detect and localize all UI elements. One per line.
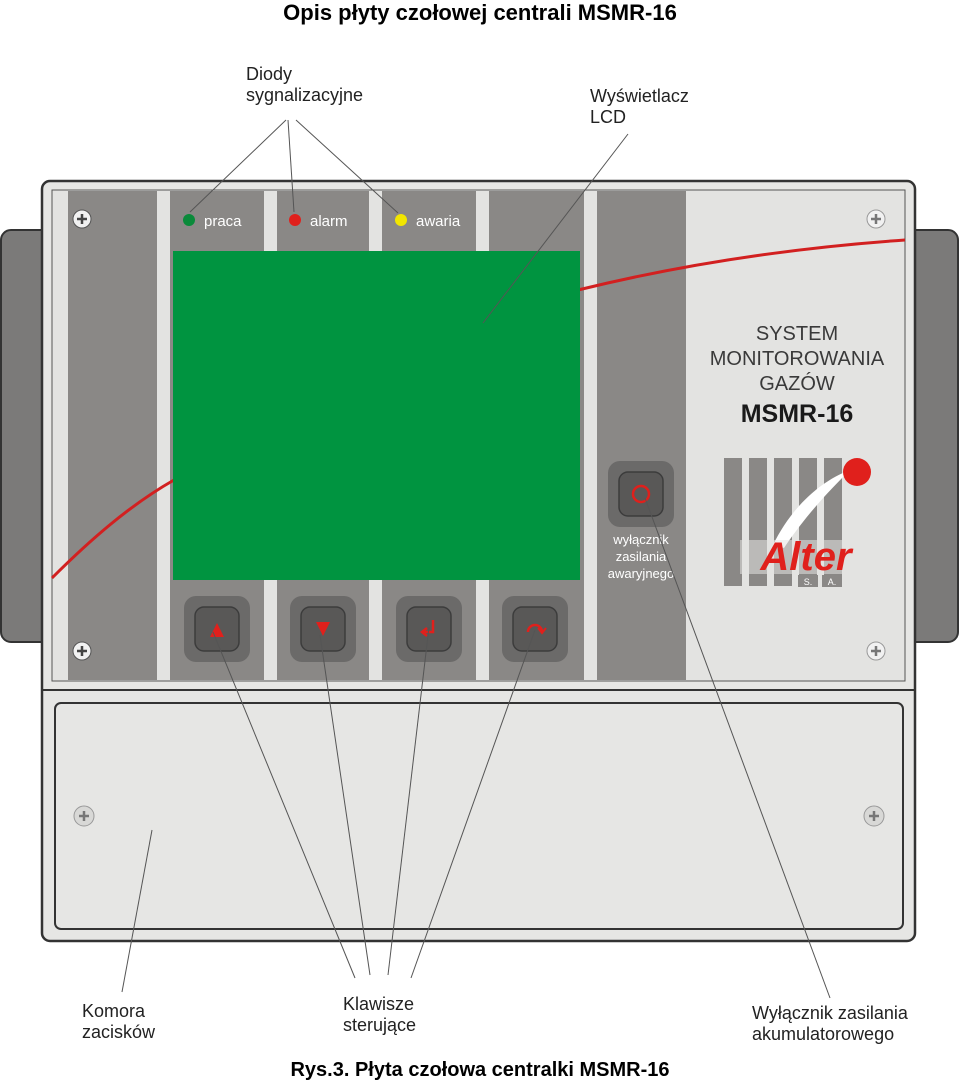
arrow-down-icon [316,622,330,636]
led-praca [183,214,195,226]
callout-lcd-line2: LCD [590,107,627,127]
screw-top-left-icon [72,209,92,229]
enter-icon [419,620,435,637]
callout-diodes: Diody sygnalizacyjne [246,64,363,106]
callout-diodes-line1: Diody [246,64,293,84]
power-ring-icon [631,484,651,504]
screw-terminal-left-icon [73,805,95,827]
alter-brand: Alter [759,535,854,579]
screw-top-right-icon [866,209,886,229]
callout-terminal: Komora zacisków [82,1001,155,1043]
page-title: Opis płyty czołowej centrali MSMR-16 [283,0,677,25]
callout-keys: Klawisze sterujące [343,994,416,1036]
led-alarm [289,214,301,226]
switch-label-line1: wyłącznik [612,532,669,547]
screw-bottom-left-icon [72,641,92,661]
panel-strip-1 [68,191,157,680]
led-alarm-label: alarm [310,213,348,230]
figure-caption: Rys.3. Płyta czołowa centralki MSMR-16 [290,1059,670,1081]
switch-label-line3: awaryjnego [608,566,675,581]
system-text-line3: GAZÓW [759,372,835,395]
callout-battery-line1: Wyłącznik zasilania [752,1003,908,1023]
key-up-button[interactable] [184,596,250,662]
switch-label-line2: zasilania [616,549,667,564]
panel-strip-6 [597,191,686,680]
callout-diodes-line2: sygnalizacyjne [246,85,364,105]
decor-red-curve-right [577,238,906,292]
alter-brand-s: S. [804,577,813,587]
leader-lines [121,119,831,999]
callout-keys-line1: Klawisze [343,994,415,1014]
key-back-button[interactable] [502,596,568,662]
alter-brand-a: A. [828,577,837,587]
callout-lcd: Wyświetlacz LCD [590,86,689,128]
emergency-power-switch[interactable] [608,461,674,527]
system-text-line1: SYSTEM [756,323,838,345]
led-awaria-label: awaria [416,213,461,230]
callout-battery: Wyłącznik zasilania akumulatorowego [752,1003,908,1045]
terminal-compartment-cover [54,702,904,930]
key-down-button[interactable] [290,596,356,662]
return-icon [526,623,544,633]
screw-terminal-right-icon [863,805,885,827]
callout-battery-line2: akumulatorowego [752,1024,895,1044]
alter-logo: Alter S. A. [724,458,871,587]
callout-terminal-line2: zacisków [82,1022,156,1042]
callout-lcd-line1: Wyświetlacz [590,86,689,106]
lcd-display [173,251,580,580]
led-praca-label: praca [204,213,242,230]
callout-keys-line2: sterujące [343,1015,417,1035]
screw-bottom-right-icon [866,641,886,661]
system-text-line2: MONITOROWANIA [710,348,885,370]
decor-red-curve-left [50,478,175,580]
led-awaria [395,214,407,226]
model-name: MSMR-16 [741,400,854,428]
callout-terminal-line1: Komora [82,1001,146,1021]
